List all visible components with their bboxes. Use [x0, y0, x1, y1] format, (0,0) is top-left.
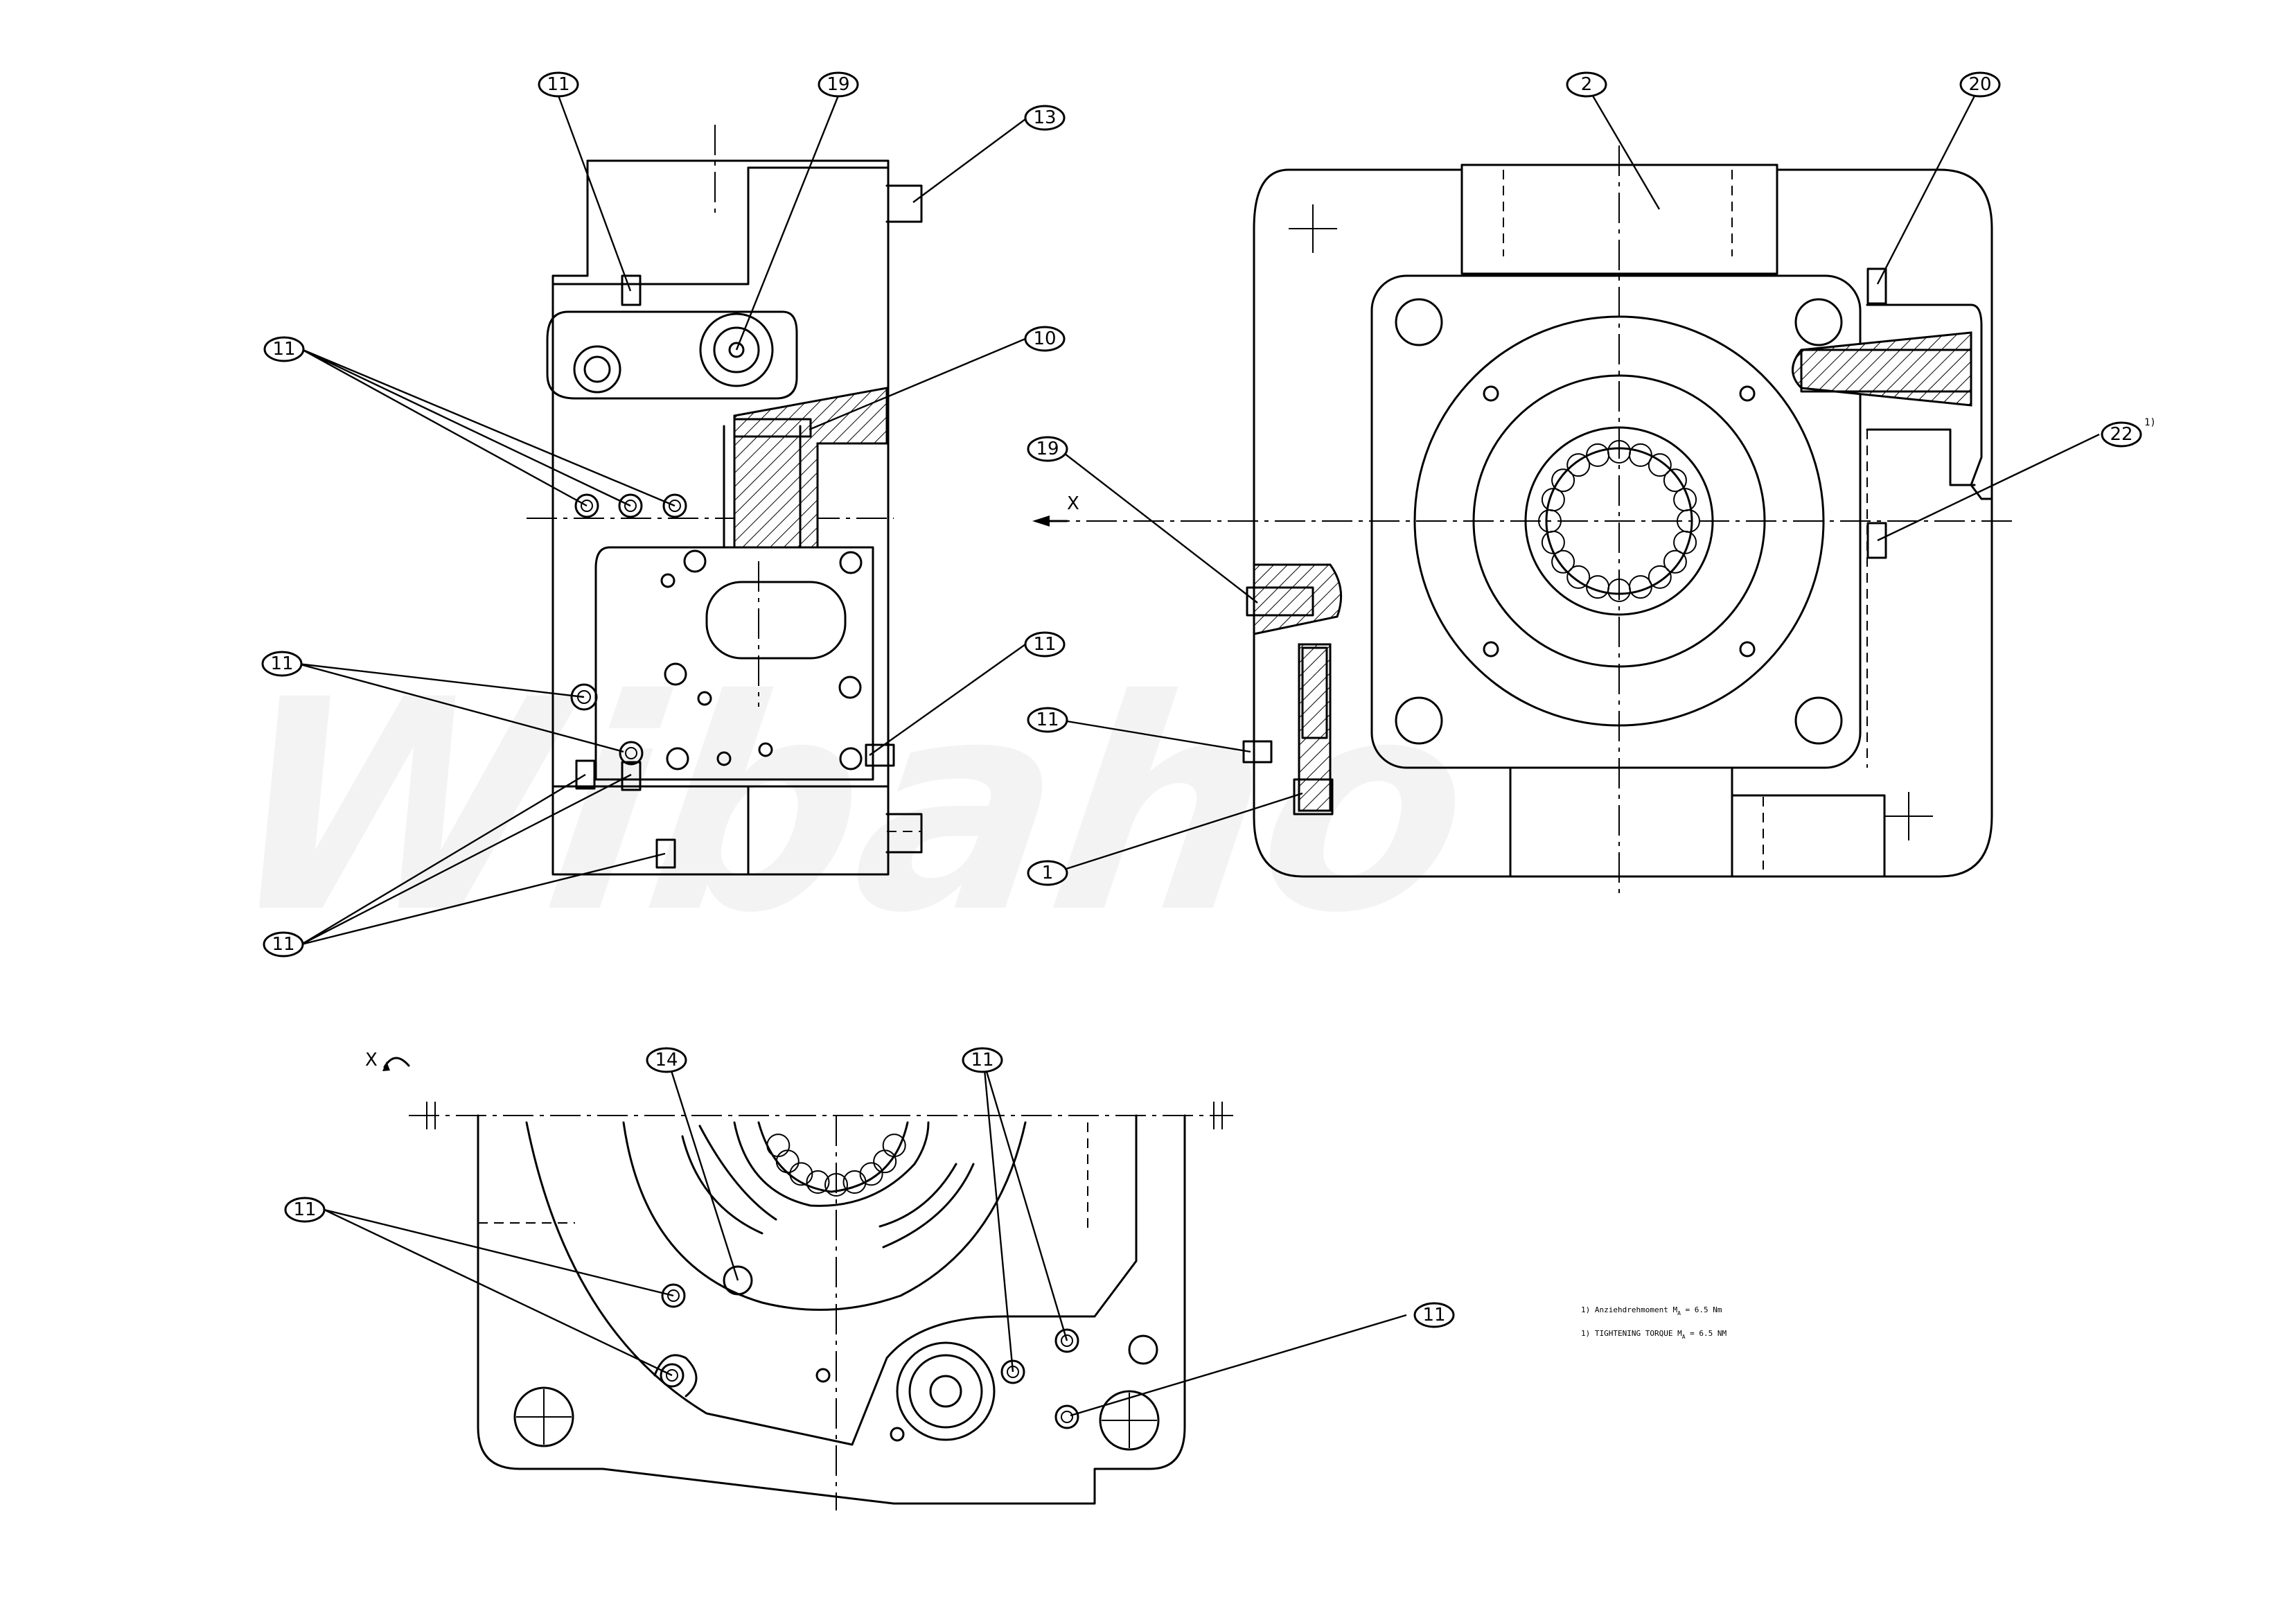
- spline-tooth: [1551, 549, 1575, 574]
- svg-text:19: 19: [827, 74, 849, 95]
- balloon-11-left-a: 11: [263, 336, 305, 362]
- note-de: 1) Anziehdrehmoment MA = 6.5 Nm: [1581, 1305, 1722, 1316]
- balloon-2: 2: [1566, 71, 1607, 98]
- svg-text:10: 10: [1033, 328, 1056, 349]
- spline-tooth: [1648, 565, 1672, 589]
- watermark: Wibaho: [209, 637, 1490, 977]
- front-view: [1039, 146, 2016, 894]
- balloon-19-right: 19: [1027, 436, 1068, 462]
- view-arrow-label: X: [1067, 493, 1079, 514]
- svg-text:11: 11: [971, 1050, 994, 1070]
- spline-tooth: [1673, 488, 1697, 512]
- spline-tooth: [1663, 468, 1687, 493]
- leader-lines: [297, 85, 2100, 1417]
- spline-tooth: [1628, 443, 1652, 467]
- spline-tooth: [842, 1170, 867, 1194]
- view-arrow-x: X: [1032, 493, 1079, 527]
- spline-tooth: [1663, 549, 1687, 574]
- spline-tooth: [1566, 565, 1591, 589]
- svg-text:14: 14: [655, 1050, 678, 1070]
- balloon-11-bottom-left: 11: [284, 1197, 326, 1223]
- balloon-14: 14: [646, 1047, 687, 1073]
- spline-tooth: [1673, 530, 1697, 554]
- bottom-view: [409, 1102, 1233, 1510]
- svg-text:2: 2: [1581, 74, 1593, 95]
- svg-text:11: 11: [272, 339, 295, 360]
- spline-tooth: [859, 1162, 883, 1186]
- svg-text:1: 1: [1042, 863, 1054, 883]
- spline-tooth: [766, 1134, 791, 1158]
- spline-tooth: [1586, 575, 1610, 599]
- balloon-11-left-b: 11: [261, 651, 303, 677]
- balloon-20: 20: [1959, 71, 2001, 98]
- svg-text:11: 11: [1036, 709, 1059, 730]
- torque-notes: 1) Anziehdrehmoment MA = 6.5 Nm 1) TIGHT…: [1581, 1305, 1727, 1340]
- balloon-11-left-c: 11: [263, 931, 304, 958]
- balloon-22: 22: [2101, 421, 2142, 448]
- footnote-marker: 1): [2144, 417, 2156, 428]
- balloon-11-bottom-right: 11: [1413, 1302, 1455, 1328]
- balloon-1: 1: [1027, 860, 1068, 886]
- svg-text:11: 11: [270, 653, 293, 674]
- svg-text:13: 13: [1033, 107, 1056, 128]
- svg-text:11: 11: [272, 934, 294, 955]
- balloon-11-right: 11: [1027, 707, 1068, 733]
- spline-tooth: [1648, 453, 1672, 477]
- spline-tooth: [1566, 453, 1591, 477]
- spline-tooth: [873, 1149, 897, 1174]
- balloon-11-bottom-top: 11: [962, 1047, 1003, 1073]
- view-x-text: X: [365, 1050, 378, 1070]
- svg-text:19: 19: [1036, 439, 1059, 459]
- spline-tooth: [806, 1170, 830, 1194]
- balloon-11-top: 11: [538, 71, 579, 98]
- side-view: [527, 125, 923, 876]
- svg-text:11: 11: [1033, 634, 1056, 655]
- spline-tooth: [1551, 468, 1575, 493]
- spline-tooth: [882, 1134, 906, 1158]
- balloon-19-top: 19: [818, 71, 859, 98]
- svg-text:11: 11: [293, 1199, 316, 1220]
- view-x-label: X: [365, 1050, 410, 1071]
- balloon-10: 10: [1024, 326, 1066, 352]
- svg-text:20: 20: [1968, 74, 1991, 95]
- spline-tooth: [775, 1149, 800, 1174]
- svg-text:11: 11: [547, 74, 569, 95]
- svg-text:22: 22: [2110, 424, 2132, 445]
- note-en: 1) TIGHTENING TORQUE MA = 6.5 NM: [1581, 1329, 1727, 1340]
- spline-tooth: [1541, 488, 1565, 512]
- balloon-11-mid-right: 11: [1024, 631, 1066, 658]
- balloon-13: 13: [1024, 105, 1066, 131]
- svg-text:11: 11: [1422, 1305, 1445, 1325]
- spline-tooth: [789, 1162, 813, 1186]
